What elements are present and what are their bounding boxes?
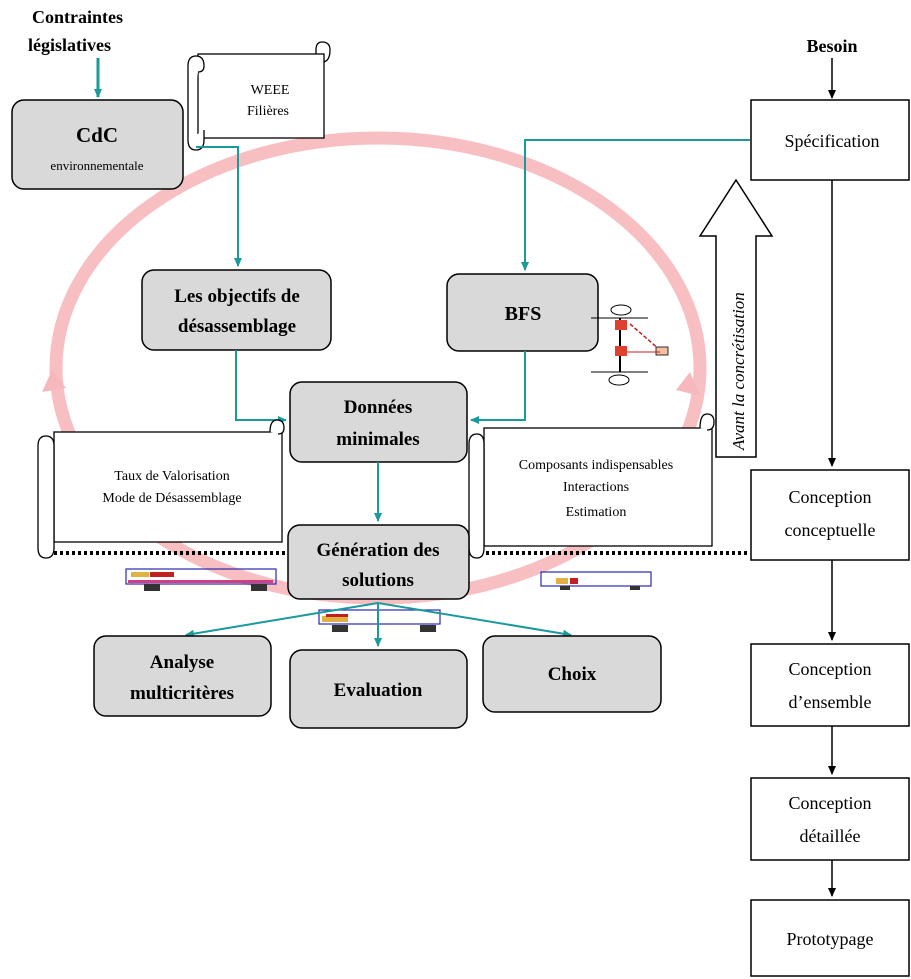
arrow-generation-to-choix <box>377 602 572 638</box>
arrow-objectifs-to-donnees <box>235 350 287 424</box>
besoin-label: Besoin <box>806 36 857 56</box>
conception-ensemble-line2: d’ensemble <box>789 692 872 712</box>
conception-detaillee-box: Conception détaillée <box>750 777 910 861</box>
avant-concretisation-label: Avant la concrétisation <box>729 292 748 451</box>
taux-line2: Mode de Désassemblage <box>102 491 241 506</box>
analyse-line2: multicritères <box>130 683 234 704</box>
avant-concretisation-arrow: Avant la concrétisation <box>698 178 774 458</box>
taux-line1: Taux de Valorisation <box>114 469 229 484</box>
weee-line1: WEEE <box>251 83 290 98</box>
cdc-box: CdC environnementale <box>11 99 184 190</box>
weee-scroll: WEEE Filières <box>187 41 331 151</box>
weee-line2: Filières <box>247 104 289 119</box>
evaluation-label: Evaluation <box>334 680 423 701</box>
specification-box: Spécification <box>750 99 910 181</box>
analyse-box: Analyse multicritères <box>93 635 272 717</box>
contraintes-label-line1: Contraintes <box>32 7 123 27</box>
conception-ensemble-box: Conception d’ensemble <box>750 643 910 727</box>
analyse-line1: Analyse <box>150 652 214 673</box>
prototypage-label: Prototypage <box>787 929 874 949</box>
donnees-line1: Données <box>344 397 413 418</box>
arrow-generation-to-analyse <box>185 602 379 638</box>
taux-scroll: Taux de Valorisation Mode de Désassembla… <box>37 419 285 559</box>
conception-conceptuelle-box: Conception conceptuelle <box>750 469 910 561</box>
choix-box: Choix <box>482 635 662 713</box>
conception-conceptuelle-line2: conceptuelle <box>785 520 876 540</box>
arrow-cdc-to-objectifs <box>196 146 242 267</box>
bfs-box: BFS <box>446 273 599 352</box>
composants-scroll: Composants indispensables Interactions E… <box>468 413 715 559</box>
conception-conceptuelle-line1: Conception <box>789 487 872 507</box>
cdc-subtitle: environnementale <box>50 158 143 173</box>
objectifs-box: Les objectifs de désassemblage <box>141 269 332 351</box>
arrow-specification-to-bfs <box>521 139 750 271</box>
product-icon-center <box>318 609 441 632</box>
donnees-box: Données minimales <box>289 381 468 463</box>
objectifs-line1: Les objectifs de <box>174 286 300 307</box>
cdc-title: CdC <box>76 123 118 147</box>
mechanism-icon <box>591 304 669 386</box>
objectifs-line2: désassemblage <box>178 316 296 337</box>
prototypage-box: Prototypage <box>750 899 910 977</box>
composants-line3: Estimation <box>566 505 627 520</box>
arrow-bfs-to-donnees <box>470 351 526 424</box>
conception-ensemble-line1: Conception <box>789 659 872 679</box>
conception-detaillee-line2: détaillée <box>800 826 861 846</box>
composants-line2: Interactions <box>563 480 629 495</box>
choix-label: Choix <box>548 664 597 685</box>
product-icon-right <box>540 571 652 590</box>
contraintes-label-line2: législatives <box>28 35 111 55</box>
composants-line1: Composants indispensables <box>519 458 673 473</box>
generation-line1: Génération des <box>317 540 440 561</box>
donnees-line2: minimales <box>336 429 419 450</box>
specification-label: Spécification <box>785 131 880 151</box>
conception-detaillee-line1: Conception <box>789 793 872 813</box>
generation-box: Génération des solutions <box>287 524 470 600</box>
generation-line2: solutions <box>342 570 414 591</box>
evaluation-box: Evaluation <box>289 649 468 729</box>
bfs-label: BFS <box>505 303 542 325</box>
product-icon-left <box>125 568 277 591</box>
